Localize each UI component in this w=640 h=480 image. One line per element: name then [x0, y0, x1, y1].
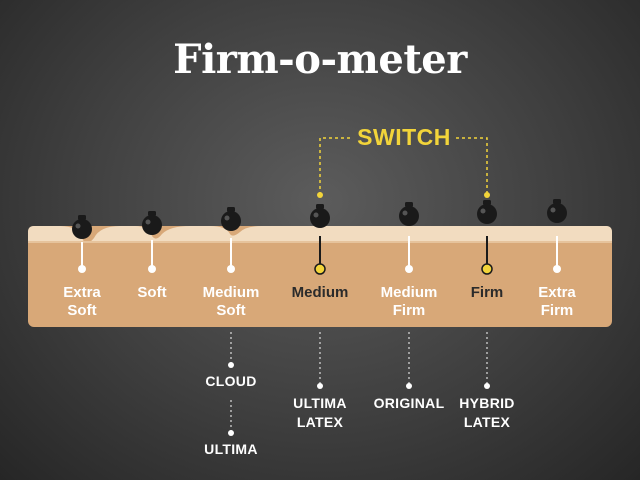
model-connector-dot [406, 383, 412, 389]
model-label: HYBRID LATEX [442, 394, 532, 432]
weight-icon [547, 203, 567, 223]
mattress [28, 226, 612, 327]
scale-point [142, 211, 162, 273]
model-label: ORIGINAL [364, 394, 454, 413]
scale-point [72, 215, 92, 273]
model-connector-dot [228, 430, 234, 436]
model-label-line: LATEX [463, 414, 511, 430]
scale-point [310, 204, 330, 275]
model-connector-dot [484, 383, 490, 389]
model-label-line: ULTIMA [293, 395, 347, 411]
scale-point [477, 200, 497, 275]
model-label: ULTIMA LATEX [275, 394, 365, 432]
scale-marks [72, 199, 567, 275]
scale-label-line: Firm [392, 302, 426, 319]
scale-label-line: Extra [538, 284, 576, 301]
scale-label-line: Soft [67, 302, 97, 319]
model-label: CLOUD [186, 372, 276, 391]
scale-label-line: Firm [540, 302, 574, 319]
weight-icon [310, 208, 330, 228]
scale-label-line: Medium [380, 284, 438, 301]
scale-label-line: Medium [202, 284, 260, 301]
scale-point [221, 207, 241, 273]
scale-label-line: Soft [137, 284, 167, 301]
scale-point [399, 202, 419, 273]
weight-icon [142, 215, 162, 235]
weight-icon [477, 204, 497, 224]
page-title: Firm-o-meter [173, 36, 467, 83]
scale-label: Firm [442, 284, 532, 302]
switch-bracket [317, 137, 490, 198]
scale-point [547, 199, 567, 273]
model-label-line: ORIGINAL [373, 395, 445, 411]
model-label-line: CLOUD [205, 373, 257, 389]
weight-icon [221, 211, 241, 231]
scale-label-line: Firm [470, 284, 504, 301]
scale-label: Medium [275, 284, 365, 302]
scale-label: Soft [107, 284, 197, 302]
scale-label-line: Extra [63, 284, 101, 301]
model-label-line: LATEX [296, 414, 344, 430]
scale-label-line: Medium [291, 284, 349, 301]
model-label: ULTIMA [186, 440, 276, 459]
weight-icon [399, 206, 419, 226]
model-label-line: ULTIMA [204, 441, 258, 457]
model-connectors [228, 332, 490, 436]
model-label-line: HYBRID [459, 395, 515, 411]
switch-label: SWITCH [357, 124, 451, 150]
weight-icon [72, 219, 92, 239]
model-connector-dot [228, 362, 234, 368]
scale-label-line: Soft [216, 302, 246, 319]
model-connector-dot [317, 383, 323, 389]
